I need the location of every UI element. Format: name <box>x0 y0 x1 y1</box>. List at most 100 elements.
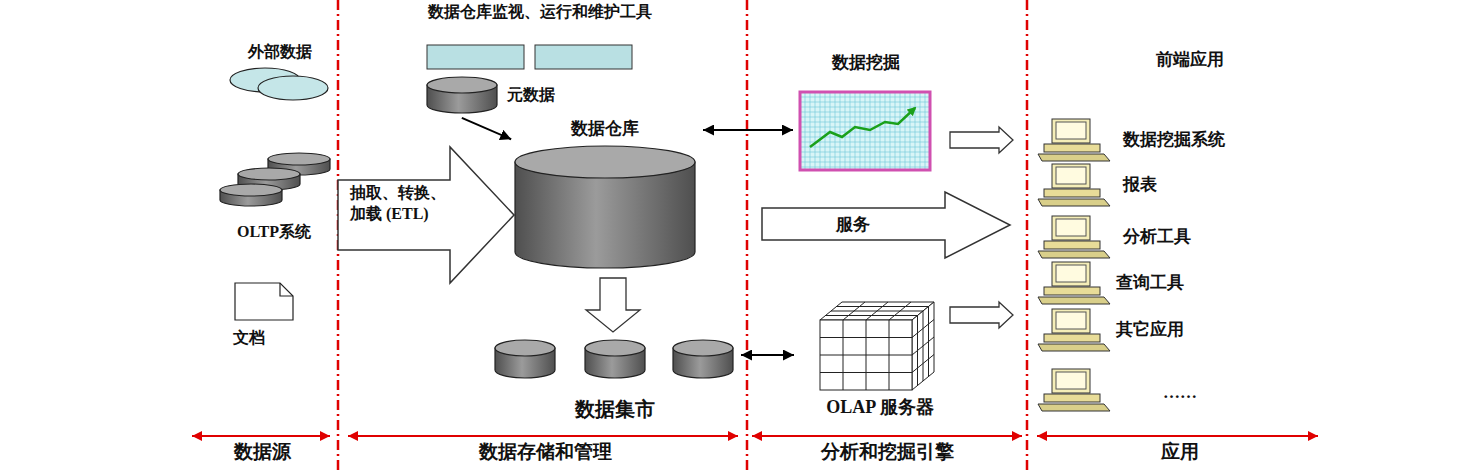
frontend-app: 其它应用 <box>1038 308 1268 352</box>
data-ellipse <box>258 76 328 100</box>
node-label: 其它应用 <box>1116 319 1184 341</box>
section-label: 数据存储和管理 <box>479 441 612 464</box>
label-holder: 应用 <box>1010 441 1350 464</box>
icon-group <box>762 192 1010 258</box>
node-label: OLAP 服务器 <box>826 396 934 419</box>
span-arrow <box>348 435 738 437</box>
grid-line <box>800 152 930 153</box>
divider-line <box>746 0 749 470</box>
source-box: 外部数据 <box>225 42 335 102</box>
cylinder-top <box>673 340 733 356</box>
icon-group <box>338 147 514 283</box>
node-label: 分析工具 <box>1123 226 1191 248</box>
icon-group <box>1038 216 1110 258</box>
section-label: 数据源 <box>234 441 291 464</box>
grid-line <box>810 92 811 170</box>
cube-grid <box>820 355 912 356</box>
computer-base <box>1044 144 1100 152</box>
monitor <box>1052 119 1090 143</box>
frontend-app: …… <box>1038 368 1268 412</box>
keyboard <box>1038 297 1110 304</box>
cube-grid <box>923 311 924 381</box>
label-holder: 数据存储和管理 <box>375 441 715 464</box>
mining-engine: 数据挖掘 <box>797 50 935 172</box>
grid-line <box>900 92 901 170</box>
grid-line <box>920 92 921 170</box>
computer-base <box>1044 189 1100 197</box>
icon-group <box>427 77 497 113</box>
grid-line <box>805 92 806 170</box>
metadata-store: 元数据 <box>425 75 565 117</box>
monitor <box>1052 164 1090 188</box>
tool-panel <box>535 45 632 69</box>
etl-arrow: 抽取、转换、加载 (ETL) <box>338 145 516 285</box>
tool-panel <box>427 45 524 69</box>
hollow-arrow <box>586 278 640 332</box>
icon-group <box>515 146 695 268</box>
section-label: 前端应用 <box>1156 50 1224 70</box>
icon-group <box>220 153 330 206</box>
cylinder-top <box>238 168 300 180</box>
cube-grid <box>837 306 929 307</box>
keyboard <box>1038 344 1110 351</box>
icon-group <box>1038 309 1110 351</box>
node-label: 数据挖掘系统 <box>1123 129 1225 151</box>
icon-group <box>230 68 328 100</box>
span-arrow <box>1037 435 1318 437</box>
grid-line <box>800 157 930 158</box>
node-label: 报表 <box>1123 174 1157 196</box>
monitor <box>1052 262 1090 286</box>
node-outline <box>760 190 1012 260</box>
olap-server: OLAP 服务器 <box>800 298 960 423</box>
cylinder-top <box>427 77 497 93</box>
node-outline <box>1038 368 1268 412</box>
keyboard <box>1038 199 1110 206</box>
block-arrow <box>338 147 514 283</box>
cube-grid <box>928 307 929 377</box>
grid-line <box>800 127 930 128</box>
label-holder: 分析和挖掘引擎 <box>717 441 1057 464</box>
monitor <box>1052 309 1090 333</box>
node-label: 数据仓库 <box>571 118 639 140</box>
grid-line <box>855 92 856 170</box>
icon-group <box>1038 119 1110 161</box>
cube-grid <box>889 302 911 320</box>
span-arrow <box>192 435 330 437</box>
cylinder-top <box>495 340 555 356</box>
node-outline <box>513 118 697 270</box>
grid-line <box>885 92 886 170</box>
grid-line <box>820 92 821 170</box>
block-arrow <box>762 192 1010 258</box>
grid-line <box>860 92 861 170</box>
node-label: 数据集市 <box>575 396 655 422</box>
grid-line <box>905 92 906 170</box>
icon-group <box>1038 369 1110 411</box>
cylinder-top <box>220 184 282 196</box>
node-label: 外部数据 <box>248 42 312 63</box>
divider-line <box>1026 0 1029 470</box>
icon-group <box>1038 262 1110 304</box>
cube-grid <box>831 311 923 312</box>
node-label: 服务 <box>760 214 945 236</box>
grid-line <box>880 92 881 170</box>
grid-line <box>800 137 930 138</box>
node-label: 抽取、转换、加载 (ETL) <box>350 183 450 225</box>
monitor <box>1052 369 1090 393</box>
computer-base <box>1044 394 1100 402</box>
cube-grid <box>912 355 934 373</box>
keyboard <box>1038 154 1110 161</box>
cube-grid <box>889 320 890 390</box>
monitor <box>1052 216 1090 240</box>
cube-front <box>820 320 912 390</box>
computer-base <box>1044 287 1100 295</box>
source-box: OLTP系统 <box>212 150 336 245</box>
cylinder-top <box>515 146 695 178</box>
label-holder: 数据源 <box>92 441 432 464</box>
node-label: 数据挖掘 <box>832 52 900 74</box>
source-box: 文档 <box>228 280 303 352</box>
section-label: 数据仓库监视、运行和维护工具 <box>428 2 652 21</box>
label-holder: 数据仓库监视、运行和维护工具 <box>370 2 710 21</box>
